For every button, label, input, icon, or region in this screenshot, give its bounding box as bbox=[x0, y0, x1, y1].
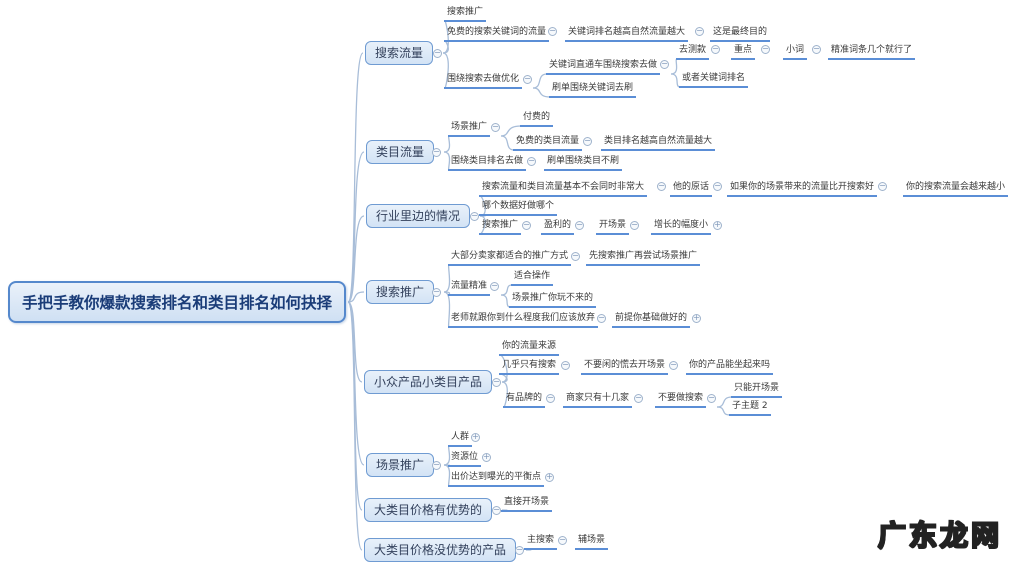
mindmap-node[interactable]: 前提你基础做好的 bbox=[612, 311, 691, 328]
mindmap-node[interactable]: 先搜索推广再尝试场景推广 bbox=[586, 249, 701, 266]
mindmap-node[interactable]: 有品牌的 bbox=[503, 391, 546, 408]
collapse-icon[interactable]: − bbox=[583, 137, 592, 146]
expand-icon[interactable]: + bbox=[713, 221, 722, 230]
collapse-icon[interactable]: − bbox=[433, 49, 442, 58]
mindmap-node[interactable]: 搜索推广 bbox=[444, 5, 487, 22]
mindmap-node[interactable]: 小词 bbox=[783, 43, 808, 60]
mindmap-node[interactable]: 免费的类目流量 bbox=[513, 134, 583, 151]
mindmap-branch-price-advantage[interactable]: 大类目价格有优势的 bbox=[364, 498, 493, 522]
mindmap-node[interactable]: 不要闲的慌去开场景 bbox=[581, 358, 669, 375]
mindmap-node[interactable]: 去测款 bbox=[676, 43, 710, 60]
mindmap-branch-search-traffic[interactable]: 搜索流量 bbox=[365, 41, 434, 65]
mindmap-node[interactable]: 开场景 bbox=[596, 218, 630, 235]
mindmap-node[interactable]: 人群 bbox=[448, 430, 473, 447]
collapse-icon[interactable]: − bbox=[630, 221, 639, 230]
collapse-icon[interactable]: − bbox=[597, 314, 606, 323]
collapse-icon[interactable]: − bbox=[492, 378, 501, 387]
mindmap-node[interactable]: 只能开场景 bbox=[731, 381, 783, 398]
collapse-icon[interactable]: − bbox=[695, 27, 704, 36]
mindmap-node[interactable]: 重点 bbox=[731, 43, 756, 60]
collapse-icon[interactable]: − bbox=[492, 506, 501, 515]
collapse-icon[interactable]: − bbox=[707, 394, 716, 403]
mindmap-node[interactable]: 老师就跟你到什么程度我们应该放弃 bbox=[448, 311, 599, 328]
mindmap-node[interactable]: 关键词直通车围绕搜索去做 bbox=[546, 58, 661, 75]
mindmap-node[interactable]: 增长的幅度小 bbox=[651, 218, 712, 235]
mindmap-node[interactable]: 免费的搜索关键词的流量 bbox=[444, 25, 550, 42]
mindmap-node[interactable]: 主搜索 bbox=[524, 533, 558, 550]
mindmap-node[interactable]: 资源位 bbox=[448, 450, 482, 467]
collapse-icon[interactable]: − bbox=[575, 221, 584, 230]
collapse-icon[interactable]: − bbox=[634, 394, 643, 403]
collapse-icon[interactable]: − bbox=[527, 157, 536, 166]
mindmap-node[interactable]: 场景推广 bbox=[448, 120, 491, 137]
expand-icon[interactable]: + bbox=[471, 433, 480, 442]
mindmap-node[interactable]: 流量精准 bbox=[448, 279, 491, 296]
expand-icon[interactable]: + bbox=[482, 453, 491, 462]
mindmap-branch-industry-situation[interactable]: 行业里边的情况 bbox=[366, 204, 471, 228]
collapse-icon[interactable]: − bbox=[571, 252, 580, 261]
collapse-icon[interactable]: − bbox=[669, 361, 678, 370]
collapse-icon[interactable]: − bbox=[515, 546, 524, 555]
mindmap-branch-niche-products[interactable]: 小众产品小类目产品 bbox=[364, 370, 493, 394]
mindmap-node[interactable]: 精准词条几个就行了 bbox=[828, 43, 916, 60]
watermark: 广东龙网 bbox=[877, 518, 1003, 553]
mindmap-node[interactable]: 刷单围绕类目不刷 bbox=[544, 154, 623, 171]
mindmap-node[interactable]: 类目排名越高自然流量越大 bbox=[601, 134, 716, 151]
collapse-icon[interactable]: − bbox=[558, 536, 567, 545]
mindmap-node[interactable]: 盈利的 bbox=[541, 218, 575, 235]
collapse-icon[interactable]: − bbox=[523, 75, 532, 84]
collapse-icon[interactable]: − bbox=[432, 148, 441, 157]
collapse-icon[interactable]: − bbox=[548, 27, 557, 36]
mindmap-node[interactable]: 刷单围绕关键词去刷 bbox=[549, 81, 637, 98]
mindmap-branch-scene-promotion[interactable]: 场景推广 bbox=[366, 453, 435, 477]
mindmap-node[interactable]: 你的流量来源 bbox=[499, 339, 560, 356]
collapse-icon[interactable]: − bbox=[546, 394, 555, 403]
mindmap-node[interactable]: 不要做搜索 bbox=[655, 391, 707, 408]
mindmap-root-topic[interactable]: 手把手教你爆款搜索排名和类目排名如何抉择 bbox=[8, 281, 347, 323]
mindmap-node[interactable]: 商家只有十几家 bbox=[563, 391, 633, 408]
collapse-icon[interactable]: − bbox=[812, 45, 821, 54]
mindmap-node[interactable]: 出价达到曝光的平衡点 bbox=[448, 470, 545, 487]
collapse-icon[interactable]: − bbox=[561, 361, 570, 370]
collapse-icon[interactable]: − bbox=[657, 182, 666, 191]
mindmap-node[interactable]: 关键词排名越高自然流量越大 bbox=[565, 25, 689, 42]
collapse-icon[interactable]: − bbox=[470, 212, 479, 221]
collapse-icon[interactable]: − bbox=[713, 182, 722, 191]
mindmap-node[interactable]: 搜索流量和类目流量基本不会同时非常大 bbox=[479, 180, 648, 197]
collapse-icon[interactable]: − bbox=[490, 282, 499, 291]
mindmap-node[interactable]: 适合操作 bbox=[511, 269, 554, 286]
mindmap-node[interactable]: 如果你的场景带来的流量比开搜索好 bbox=[727, 180, 878, 197]
expand-icon[interactable]: + bbox=[545, 473, 554, 482]
collapse-icon[interactable]: − bbox=[660, 60, 669, 69]
collapse-icon[interactable]: − bbox=[878, 182, 887, 191]
mindmap-node[interactable]: 搜索推广 bbox=[479, 218, 522, 235]
mindmap-node[interactable]: 他的原话 bbox=[670, 180, 713, 197]
collapse-icon[interactable]: − bbox=[432, 461, 441, 470]
collapse-icon[interactable]: − bbox=[711, 45, 720, 54]
mindmap-branch-no-price-advantage[interactable]: 大类目价格没优势的产品 bbox=[364, 538, 517, 562]
mindmap-node[interactable]: 付费的 bbox=[520, 110, 554, 127]
mindmap-node[interactable]: 直接开场景 bbox=[501, 495, 553, 512]
mindmap-node[interactable]: 哪个数据好做哪个 bbox=[479, 199, 558, 216]
mindmap-node[interactable]: 几乎只有搜索 bbox=[499, 358, 560, 375]
mindmap-node[interactable]: 子主题 2 bbox=[729, 399, 771, 416]
mindmap-branch-search-promotion[interactable]: 搜索推广 bbox=[366, 280, 435, 304]
mindmap-node[interactable]: 围绕搜索去做优化 bbox=[444, 72, 523, 89]
mindmap-node[interactable]: 你的产品能坐起来吗 bbox=[686, 358, 774, 375]
mindmap-node[interactable]: 这是最终目的 bbox=[710, 25, 771, 42]
mindmap-node[interactable]: 辅场景 bbox=[575, 533, 609, 550]
mindmap-node[interactable]: 你的搜索流量会越来越小 bbox=[903, 180, 1009, 197]
collapse-icon[interactable]: − bbox=[432, 288, 441, 297]
mindmap-node[interactable]: 大部分卖家都适合的推广方式 bbox=[448, 249, 572, 266]
collapse-icon[interactable]: − bbox=[522, 221, 531, 230]
mindmap-branch-category-traffic[interactable]: 类目流量 bbox=[366, 140, 435, 164]
mindmap-node[interactable]: 围绕类目排名去做 bbox=[448, 154, 527, 171]
mindmap-node[interactable]: 或者关键词排名 bbox=[679, 71, 749, 88]
collapse-icon[interactable]: − bbox=[491, 123, 500, 132]
expand-icon[interactable]: + bbox=[692, 314, 701, 323]
mindmap-node[interactable]: 场景推广你玩不来的 bbox=[509, 291, 597, 308]
collapse-icon[interactable]: − bbox=[761, 45, 770, 54]
